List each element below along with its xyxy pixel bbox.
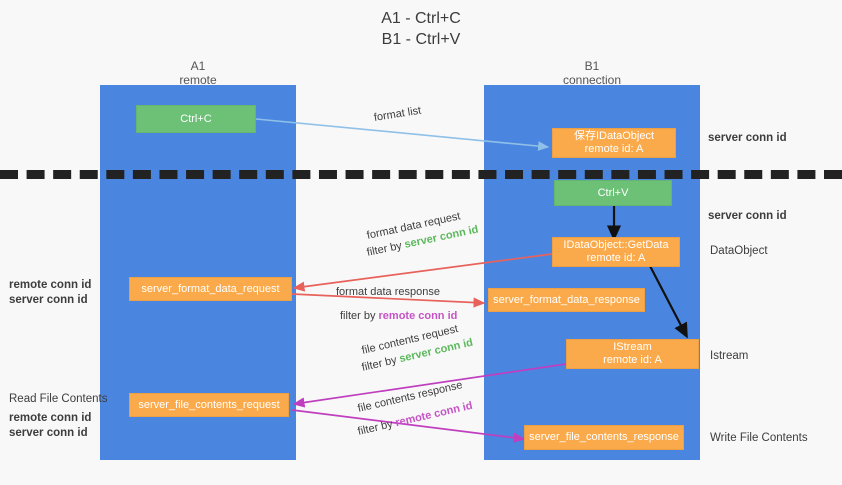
column-header-b1-role: connection xyxy=(562,73,622,87)
annotation-write-file-contents: Write File Contents xyxy=(710,432,808,444)
column-header-b1-name: B1 xyxy=(584,59,600,73)
box-save-idataobject-line-2: remote id: A xyxy=(584,143,644,155)
box-server-format-data-response[interactable]: server_format_data_response xyxy=(488,288,645,312)
annotation-dataobject: DataObject xyxy=(710,245,768,257)
box-server-format-data-response-label: server_format_data_response xyxy=(493,293,640,306)
column-header-b1: B1 connection xyxy=(484,59,700,87)
filter-prefix: filter by xyxy=(356,417,397,438)
annotation-server-conn-id-top: server conn id xyxy=(708,132,787,144)
box-server-file-contents-request[interactable]: server_file_contents_request xyxy=(129,393,289,417)
box-ctrl-c[interactable]: Ctrl+C xyxy=(136,105,256,133)
box-ctrl-v[interactable]: Ctrl+V xyxy=(554,180,672,206)
label-file-contents-request-group: file contents request filter by server c… xyxy=(361,323,476,375)
box-idataobject-getdata-line-1: IDataObject::GetData xyxy=(563,239,669,251)
annotation-istream: Istream xyxy=(710,350,749,362)
box-server-format-data-request[interactable]: server_format_data_request xyxy=(129,277,292,301)
box-idataobject-getdata[interactable]: IDataObject::GetData remote id: A xyxy=(552,237,680,267)
box-server-file-contents-response[interactable]: server_file_contents_response xyxy=(524,425,684,450)
phase-divider xyxy=(0,170,842,179)
annotation-bottom-group: Read File Contents remote conn id server… xyxy=(9,392,107,441)
box-ctrl-v-label: Ctrl+V xyxy=(597,186,629,199)
label-format-data-response-filter: filter by remote conn id xyxy=(340,309,457,323)
filter-prefix: filter by xyxy=(340,310,379,322)
box-istream-line-1: IStream xyxy=(613,341,652,353)
box-idataobject-getdata-line-2: remote id: A xyxy=(586,252,646,264)
label-file-contents-response-group: file contents response filter by remote … xyxy=(356,379,475,439)
page-title: A1 - Ctrl+C B1 - Ctrl+V xyxy=(0,8,842,50)
label-format-list: format list xyxy=(373,104,423,124)
annotation-remote-conn-id: remote conn id xyxy=(9,412,92,424)
annotation-remote-conn-id: remote conn id xyxy=(9,279,92,291)
column-header-a1-role: remote xyxy=(179,73,217,87)
box-save-idataobject[interactable]: 保存IDataObject remote id: A xyxy=(552,128,676,158)
annotation-server-conn-id: server conn id xyxy=(9,427,88,439)
box-istream[interactable]: IStream remote id: A xyxy=(566,339,699,369)
page-title-line-1: A1 - Ctrl+C xyxy=(381,10,461,27)
annotation-server-conn-id: server conn id xyxy=(9,294,88,306)
box-server-file-contents-response-label: server_file_contents_response xyxy=(529,431,679,443)
box-server-file-contents-request-label: server_file_contents_request xyxy=(138,398,280,411)
box-ctrl-c-label: Ctrl+C xyxy=(180,112,212,125)
label-format-data-response-group: format data response filter by remote co… xyxy=(336,285,457,323)
column-header-a1-name: A1 xyxy=(190,59,206,73)
filter-key-remote-conn-id: remote conn id xyxy=(378,310,458,322)
box-istream-line-2: remote id: A xyxy=(603,354,662,366)
annotation-mid-conn-ids: remote conn id server conn id xyxy=(9,278,91,308)
page-title-line-2: B1 - Ctrl+V xyxy=(381,31,461,48)
label-format-data-response: format data response xyxy=(336,286,440,298)
annotation-read-file-contents: Read File Contents xyxy=(9,393,108,405)
box-save-idataobject-line-1: 保存IDataObject xyxy=(573,130,655,142)
annotation-server-conn-id-mid: server conn id xyxy=(708,210,787,222)
box-server-format-data-request-label: server_format_data_request xyxy=(141,282,280,295)
column-header-a1: A1 remote xyxy=(100,59,296,87)
label-format-data-request-group: format data request filter by server con… xyxy=(366,210,481,260)
